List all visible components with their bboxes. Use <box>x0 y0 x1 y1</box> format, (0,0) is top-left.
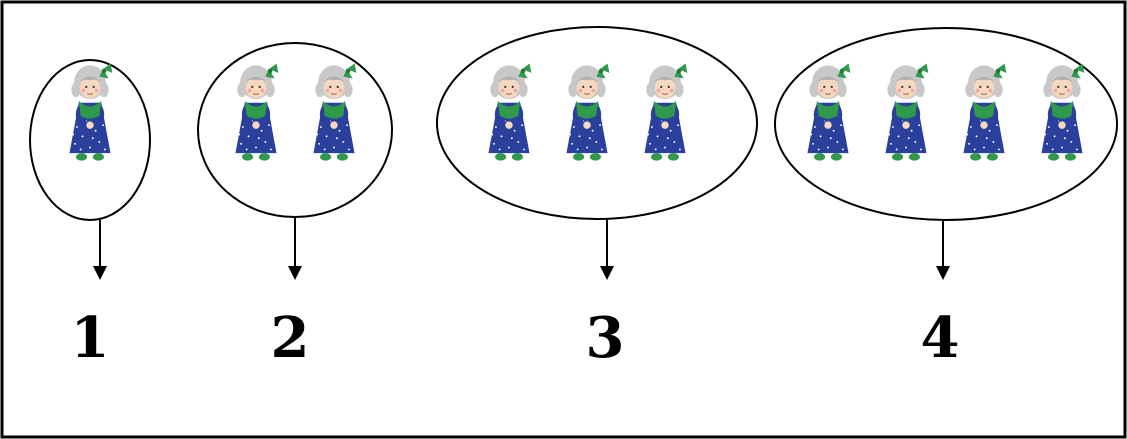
group-1: 1 <box>29 59 151 371</box>
group-4-arrowhead <box>936 266 950 280</box>
group-4-count-label: 4 <box>921 305 960 371</box>
group-3: 3 <box>436 26 758 371</box>
group-2: 2 <box>197 42 393 371</box>
group-1-count-label: 1 <box>71 305 110 371</box>
group-3-count-label: 3 <box>586 305 625 371</box>
group-4: 4 <box>774 27 1118 371</box>
group-4-ellipse <box>774 27 1118 221</box>
group-2-count-label: 2 <box>271 305 310 371</box>
group-3-ellipse <box>436 26 758 220</box>
group-2-arrowhead <box>288 266 302 280</box>
group-3-arrowhead <box>600 266 614 280</box>
group-1-arrowhead <box>93 266 107 280</box>
group-1-ellipse <box>29 59 151 221</box>
